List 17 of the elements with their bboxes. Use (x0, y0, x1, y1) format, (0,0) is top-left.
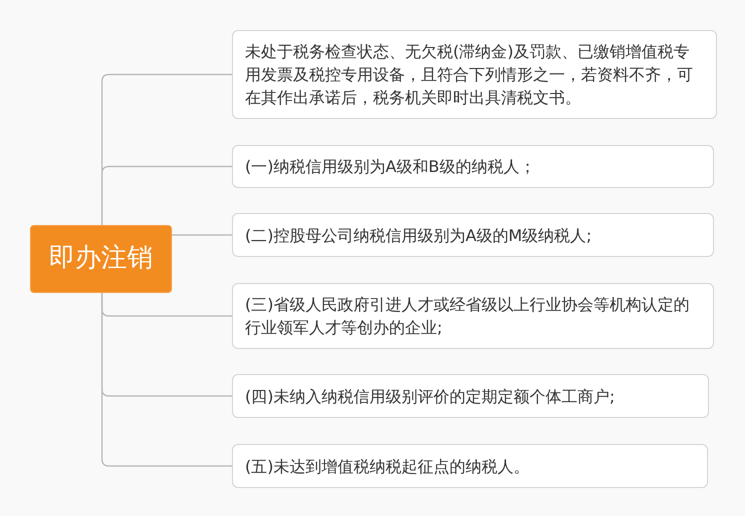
subtopic-box (232, 283, 714, 349)
connector-line (172, 234, 232, 236)
subtopic-text: (五)未达到增值税纳税起征点的纳税人。 (245, 456, 530, 478)
connector-line (101, 166, 232, 225)
subtopic-text: (三)省级人民政府引进人才或经省级以上行业协会等机构认定的行业领军人才等创办的企业; (245, 294, 690, 339)
subtopic-box (232, 444, 708, 488)
subtopic-box (232, 30, 717, 119)
connector-line (101, 293, 232, 467)
subtopic-text: 未处于税务检查状态、无欠税(滞纳金)及罚款、已缴销增值税专用发票及税控专用设备，且符合下列情形之一，若资料不齐，可在其作出承诺后，税务机关即时出具清税文书。 (245, 41, 694, 109)
root-topic-box (30, 225, 172, 293)
subtopic-text: (一)纳税信用级别为A级和B级的纳税人； (245, 156, 536, 178)
subtopic-box (232, 213, 714, 257)
subtopic-text: (二)控股母公司纳税信用级别为A级的M级纳税人; (245, 224, 592, 246)
subtopic-text: (四)未纳入纳税信用级别评价的定期定额个体工商户; (245, 386, 615, 408)
root-topic-text: 即办注销 (49, 243, 153, 275)
subtopic-box (232, 145, 714, 188)
subtopic-box (232, 374, 709, 418)
